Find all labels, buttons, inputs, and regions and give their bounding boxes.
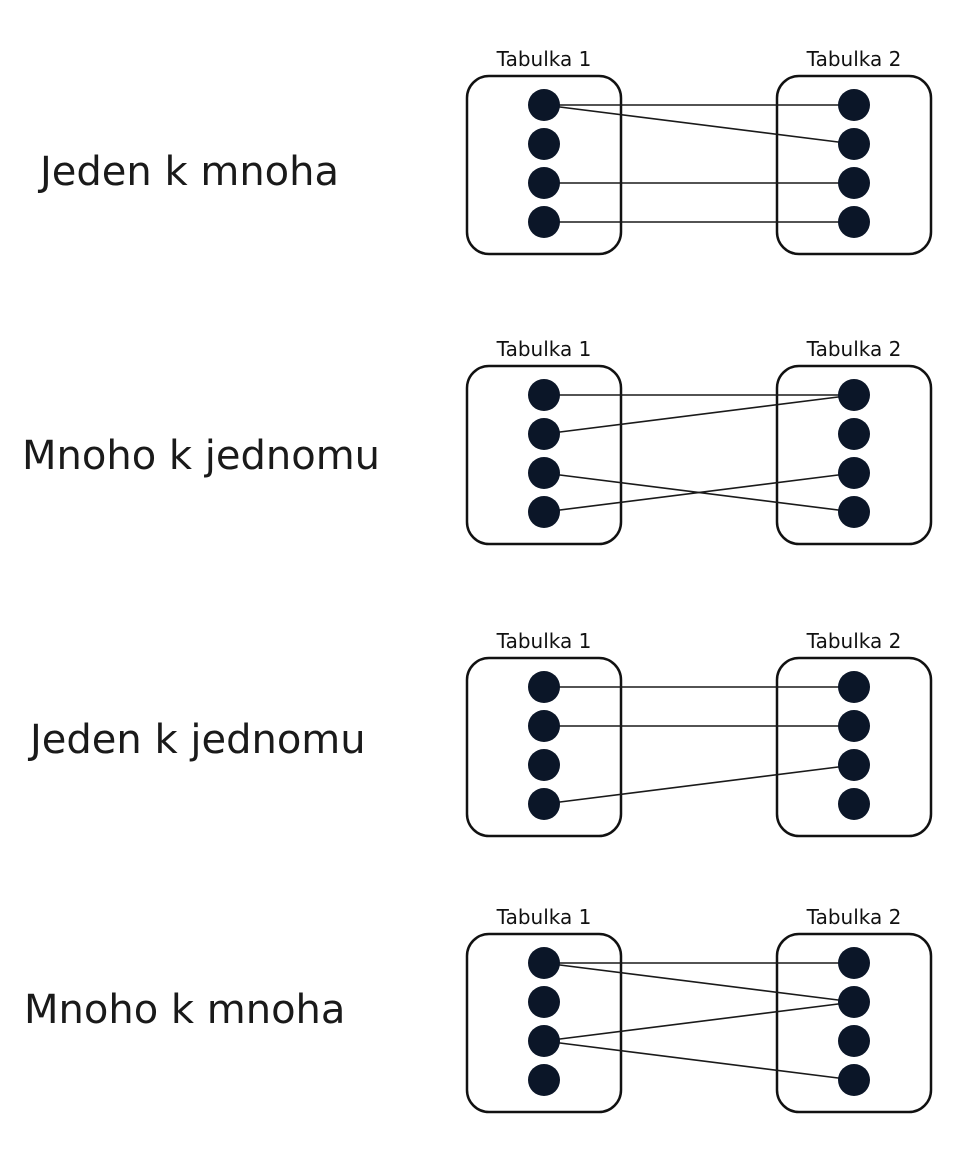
connection-line <box>543 104 855 145</box>
left-table-label: Tabulka 1 <box>496 337 592 361</box>
right-record-dot <box>838 379 870 411</box>
left-table-box <box>465 656 623 838</box>
connection-lines <box>543 394 855 513</box>
record-dots <box>528 947 870 1096</box>
connection-line <box>543 1040 855 1081</box>
left-record-dot <box>528 671 560 703</box>
right-record-dot <box>838 89 870 121</box>
left-table-label: Tabulka 1 <box>496 629 592 653</box>
right-record-dot <box>838 128 870 160</box>
right-table-box <box>775 656 933 838</box>
left-record-dot <box>528 128 560 160</box>
right-table-box <box>775 364 933 546</box>
record-dots <box>528 671 870 820</box>
left-record-dot <box>528 379 560 411</box>
relationship-diagram-svg: Tabulka 1 Tabulka 2 <box>465 629 933 838</box>
right-table-label: Tabulka 2 <box>806 905 902 929</box>
right-table-label: Tabulka 2 <box>806 629 902 653</box>
connection-line <box>543 472 855 513</box>
left-record-dot <box>528 749 560 781</box>
left-table-label: Tabulka 1 <box>496 47 592 71</box>
right-record-dot <box>838 167 870 199</box>
relationship-diagram: Tabulka 1 Tabulka 2 <box>440 330 959 600</box>
record-dots <box>528 379 870 528</box>
relationship-diagram: Tabulka 1 Tabulka 2 <box>440 898 959 1168</box>
left-record-dot <box>528 710 560 742</box>
connection-lines <box>543 104 855 223</box>
relationship-title: Mnoho k mnoha <box>24 987 346 1033</box>
left-record-dot <box>528 418 560 450</box>
right-table-box <box>775 932 933 1114</box>
relationship-row: Jeden k mnoha Tabulka 1 Tabulka 2 <box>0 40 959 310</box>
record-dots <box>528 89 870 238</box>
connection-line <box>543 764 855 805</box>
right-table-label: Tabulka 2 <box>806 337 902 361</box>
relationship-title: Mnoho k jednomu <box>22 433 381 479</box>
connection-line <box>543 962 855 1003</box>
right-record-dot <box>838 496 870 528</box>
right-record-dot <box>838 710 870 742</box>
relationship-title: Jeden k mnoha <box>40 149 340 195</box>
relationship-diagram-svg: Tabulka 1 Tabulka 2 <box>465 47 933 256</box>
left-record-dot <box>528 457 560 489</box>
left-record-dot <box>528 167 560 199</box>
relationship-row: Mnoho k mnoha Tabulka 1 Tabulka 2 <box>0 898 959 1168</box>
right-record-dot <box>838 1025 870 1057</box>
right-record-dot <box>838 947 870 979</box>
left-record-dot <box>528 947 560 979</box>
left-table-box <box>465 364 623 546</box>
left-table-label: Tabulka 1 <box>496 905 592 929</box>
left-record-dot <box>528 788 560 820</box>
relationship-diagram-svg: Tabulka 1 Tabulka 2 <box>465 905 933 1114</box>
right-table-box <box>775 74 933 256</box>
right-record-dot <box>838 457 870 489</box>
left-record-dot <box>528 986 560 1018</box>
right-table-label: Tabulka 2 <box>806 47 902 71</box>
left-record-dot <box>528 206 560 238</box>
left-record-dot <box>528 1025 560 1057</box>
left-table-box <box>465 74 623 256</box>
left-table-box <box>465 932 623 1114</box>
relationship-row: Mnoho k jednomu Tabulka 1 Tabulka 2 <box>0 330 959 600</box>
right-record-dot <box>838 671 870 703</box>
connection-lines <box>543 962 855 1081</box>
right-record-dot <box>838 788 870 820</box>
relationship-diagram: Tabulka 1 Tabulka 2 <box>440 40 959 310</box>
left-record-dot <box>528 496 560 528</box>
connection-line <box>543 1001 855 1042</box>
left-record-dot <box>528 1064 560 1096</box>
relationship-row: Jeden k jednomu Tabulka 1 Tabulka 2 <box>0 622 959 892</box>
relationship-diagram-svg: Tabulka 1 Tabulka 2 <box>465 337 933 546</box>
connection-line <box>543 394 855 435</box>
connection-lines <box>543 686 855 805</box>
relationship-diagram: Tabulka 1 Tabulka 2 <box>440 622 959 892</box>
right-record-dot <box>838 418 870 450</box>
relationship-title: Jeden k jednomu <box>30 717 366 763</box>
right-record-dot <box>838 749 870 781</box>
right-record-dot <box>838 1064 870 1096</box>
right-record-dot <box>838 986 870 1018</box>
left-record-dot <box>528 89 560 121</box>
right-record-dot <box>838 206 870 238</box>
